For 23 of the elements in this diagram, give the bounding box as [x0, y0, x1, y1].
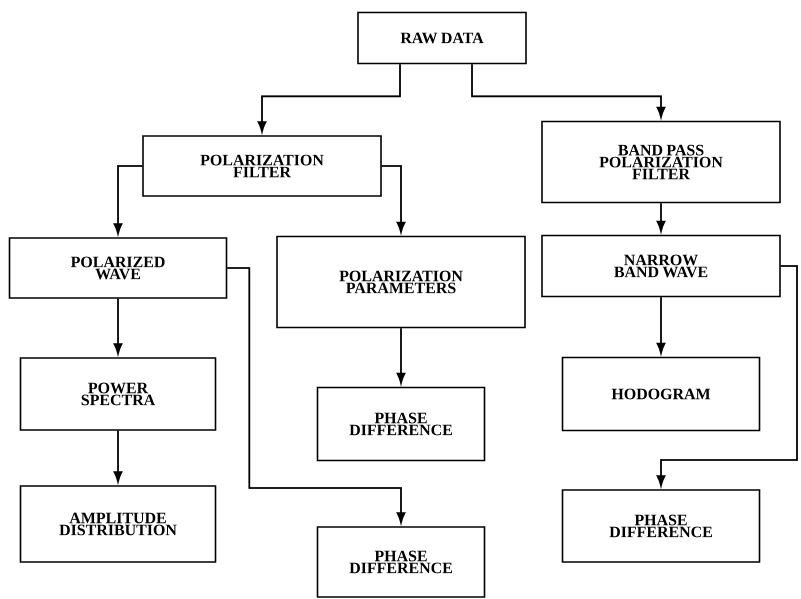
arrow [114, 430, 122, 482]
arrow [656, 106, 666, 118]
arrow [114, 165, 142, 234]
process-box: POLARIZED WAVE [8, 237, 228, 299]
process-box: POLARIZATION PARAMETERS [276, 236, 526, 328]
process-box: PHASE DIFFERENCE [316, 526, 486, 598]
arrow [114, 298, 122, 354]
process-box: POWER SPECTRA [20, 357, 216, 431]
process-box: PHASE DIFFERENCE [316, 386, 486, 462]
process-box: BAND PASS POLARIZATION FILTER [541, 120, 781, 204]
process-box: AMPLITUDE DISTRIBUTION [20, 485, 216, 563]
arrow [382, 165, 406, 233]
arrow [656, 297, 666, 354]
process-box: HODOGRAM [562, 356, 760, 432]
arrow [656, 203, 666, 232]
process-box: POLARIZATION FILTER [142, 135, 382, 197]
arrow [258, 121, 266, 132]
process-box: NARROW BAND WAVE [541, 234, 781, 298]
arrow [227, 267, 406, 524]
process-box: PHASE DIFFERENCE [562, 489, 760, 563]
arrow [656, 265, 798, 486]
arrow [396, 328, 406, 384]
process-box: RAW DATA [357, 12, 527, 64]
